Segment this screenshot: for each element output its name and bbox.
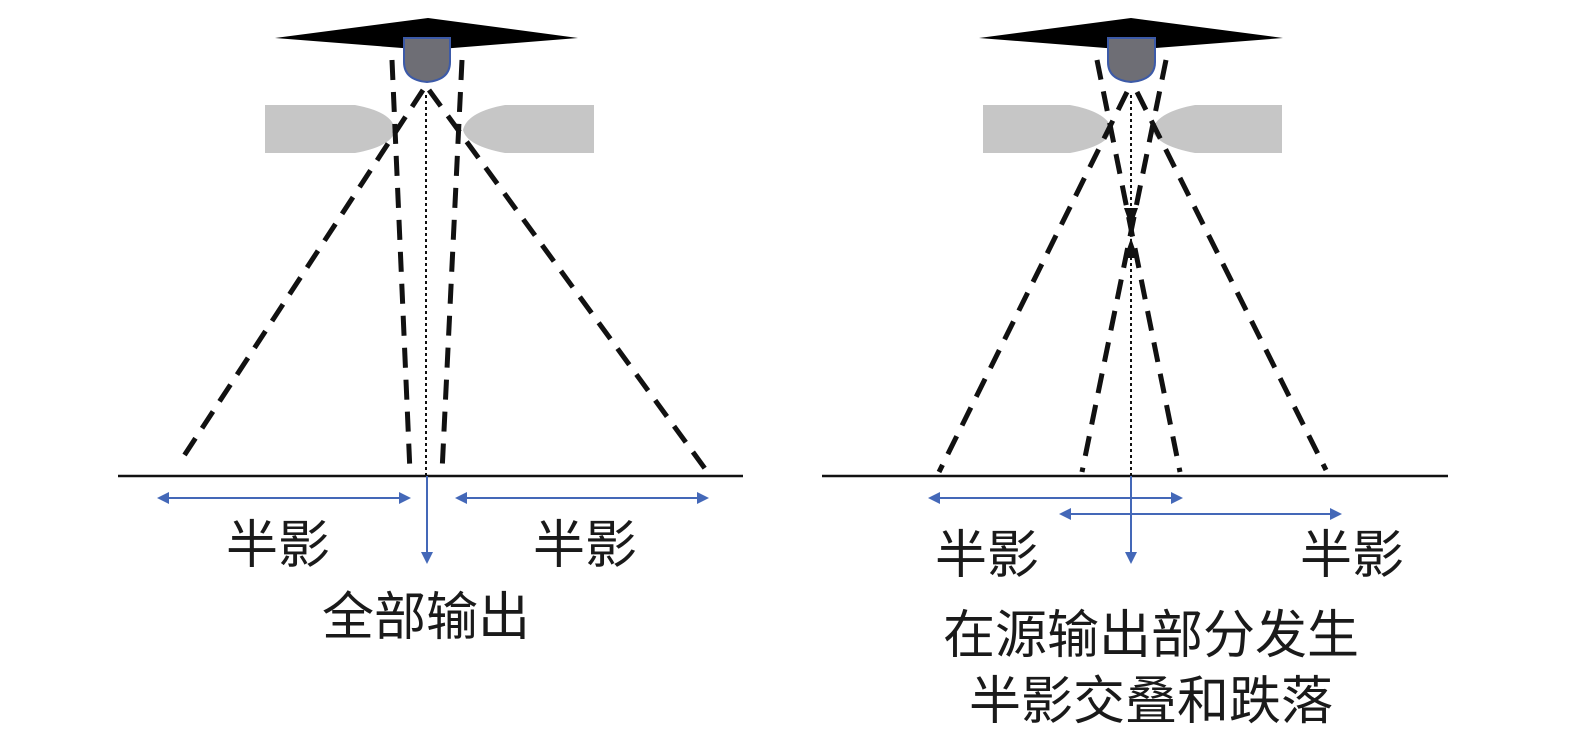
right-collimator-jaw-left	[983, 105, 1112, 153]
left-arrows	[157, 476, 709, 564]
left-penumbra-label-right: 半影	[533, 516, 638, 576]
left-collimator-jaw-right	[463, 105, 594, 153]
right-caption-line2: 半影交叠和跌落	[969, 672, 1334, 732]
left-source-housing	[275, 18, 578, 50]
left-panel	[118, 18, 743, 564]
right-source-tip	[1107, 37, 1156, 84]
left-source-tip	[403, 37, 451, 84]
left-penumbra-edge-left	[175, 88, 426, 467]
left-field-edge-left	[389, 59, 413, 473]
right-penumbra-label-right: 半影	[1300, 526, 1405, 586]
right-beam-lines	[936, 59, 1329, 474]
right-panel	[822, 18, 1448, 564]
right-field-edge-right	[1079, 59, 1169, 473]
right-source-housing	[979, 18, 1283, 50]
right-collimator-jaw-right	[1152, 105, 1282, 153]
left-field-edge-right	[439, 59, 465, 473]
right-penumbra-edge-left	[936, 90, 1130, 474]
right-crossing-mark-down	[1124, 208, 1138, 228]
right-penumbra-edge-right	[1134, 90, 1329, 472]
left-collimator-jaw-left	[265, 105, 395, 153]
left-beam-lines	[175, 59, 709, 473]
left-caption: 全部输出	[322, 588, 531, 648]
right-crossing-mark-up	[1124, 238, 1138, 258]
left-penumbra-label-left: 半影	[226, 516, 331, 576]
right-crossing-marks	[1124, 208, 1138, 258]
right-caption-line1: 在源输出部分发生	[943, 606, 1360, 666]
right-penumbra-label-left: 半影	[935, 526, 1040, 586]
left-penumbra-edge-right	[426, 88, 709, 472]
right-arrows	[928, 476, 1342, 564]
